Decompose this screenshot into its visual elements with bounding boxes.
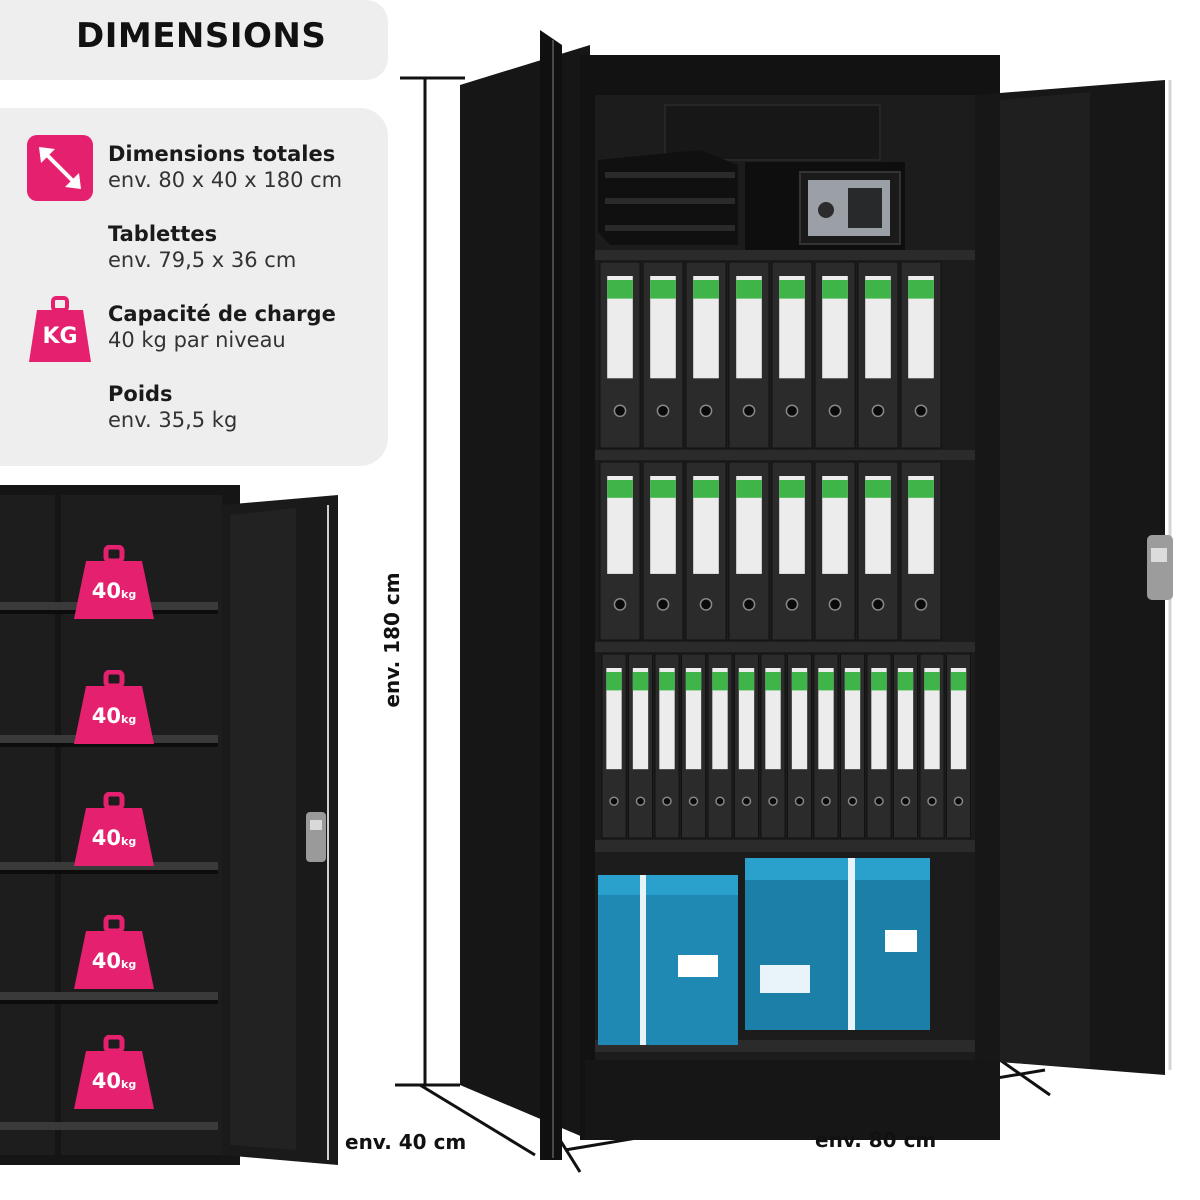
paper-boxes bbox=[598, 858, 930, 1045]
spec-value-shelves: env. 79,5 x 36 cm bbox=[108, 248, 297, 272]
main-cabinet bbox=[460, 30, 1173, 1160]
shelf-load-badge: 40kg bbox=[70, 1034, 158, 1113]
shelf-load-value: 40 bbox=[91, 704, 122, 728]
spec-label-weight: Poids bbox=[108, 382, 173, 406]
depth-label: env. 40 cm bbox=[345, 1130, 467, 1154]
diagonal-arrow-icon bbox=[27, 135, 93, 201]
shelf-load-badge: 40kg bbox=[70, 914, 158, 993]
shelf-load-unit: kg bbox=[121, 713, 137, 726]
shelf-load-badge: 40kg bbox=[70, 669, 158, 748]
shelf-load-value: 40 bbox=[91, 949, 122, 973]
page-title: DIMENSIONS bbox=[76, 16, 327, 56]
left-cabinet bbox=[0, 485, 338, 1165]
kg-icon-text: KG bbox=[42, 324, 78, 349]
spec-label-dimensions: Dimensions totales bbox=[108, 142, 336, 166]
letter-trays bbox=[598, 150, 738, 245]
spec-label-shelves: Tablettes bbox=[108, 222, 218, 246]
shelf-load-unit: kg bbox=[121, 588, 137, 601]
title-panel: DIMENSIONS bbox=[0, 0, 388, 80]
shelf-load-badge: 40kg bbox=[70, 544, 158, 623]
height-label: env. 180 cm bbox=[380, 572, 404, 708]
spec-value-dimensions: env. 80 x 40 x 180 cm bbox=[108, 168, 343, 192]
shelf-load-unit: kg bbox=[121, 1078, 137, 1091]
spec-value-load-capacity: 40 kg par niveau bbox=[108, 328, 286, 352]
shelf-load-value: 40 bbox=[91, 826, 122, 850]
kg-weight-icon: KG bbox=[27, 296, 93, 364]
shelf-load-badge: 40kg bbox=[70, 791, 158, 870]
spec-label-load-capacity: Capacité de charge bbox=[108, 302, 336, 326]
width-label: env. 80 cm bbox=[815, 1128, 937, 1152]
shelf-load-unit: kg bbox=[121, 958, 137, 971]
binders bbox=[599, 261, 971, 839]
safe-box bbox=[745, 162, 905, 250]
specifications-panel: Dimensions totales env. 80 x 40 x 180 cm… bbox=[0, 108, 388, 466]
shelf-load-value: 40 bbox=[91, 1069, 122, 1093]
shelf-load-value: 40 bbox=[91, 579, 122, 603]
shelf-load-unit: kg bbox=[121, 835, 137, 848]
spec-value-weight: env. 35,5 kg bbox=[108, 408, 238, 432]
